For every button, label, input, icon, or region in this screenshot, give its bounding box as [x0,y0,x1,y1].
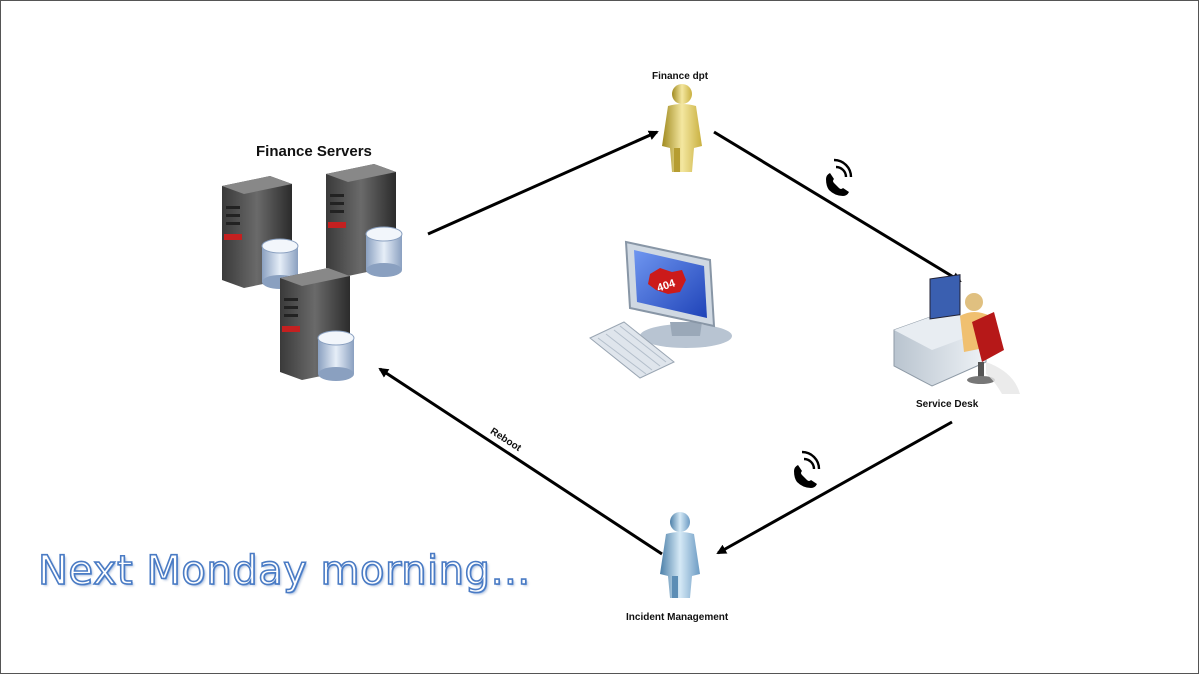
arrow-servers-to-finance-dpt [427,130,659,236]
arrow-incident-mgmt-to-servers [378,367,663,556]
database-icon [317,330,355,381]
phone-call-icon [826,158,853,196]
incident-management-label: Incident Management [626,612,729,623]
keyboard-icon [589,321,675,379]
headline-text: Next Monday morning… [37,547,531,595]
finance-dpt-label: Finance dpt [652,71,709,82]
service-desk-workstation-icon [893,274,1020,394]
person-icon [660,512,700,598]
arrow-service-desk-to-incident-mgmt [716,420,953,555]
service-desk-label: Service Desk [916,399,979,410]
phone-call-icon [794,450,821,488]
finance-servers-label: Finance Servers [256,143,372,160]
database-icon [365,226,403,277]
computer-monitor-icon [589,240,732,379]
arrow-finance-dpt-to-service-desk [713,130,962,283]
person-icon [662,84,702,172]
